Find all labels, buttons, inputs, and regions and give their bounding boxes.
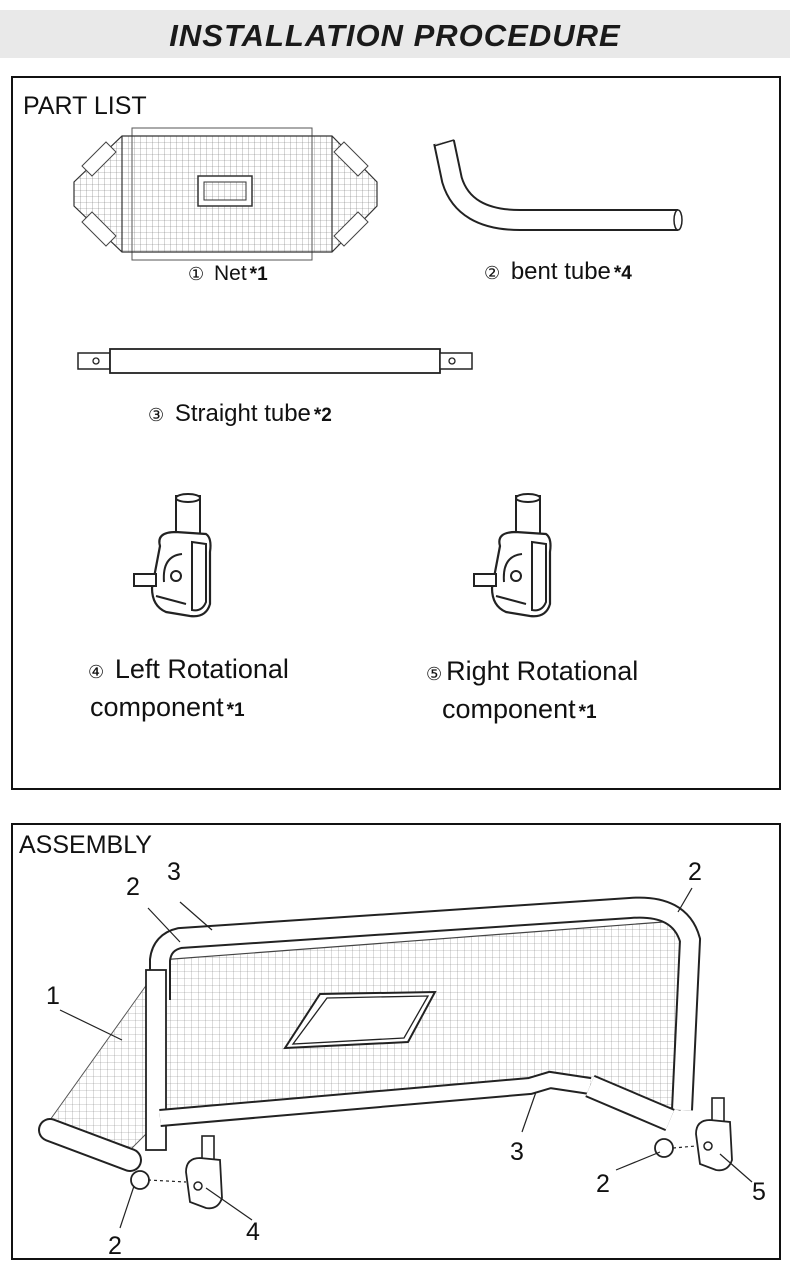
callout-straight-tube-top: 3 bbox=[167, 858, 181, 886]
part-1-caption: ① Net*1 bbox=[188, 262, 268, 285]
callout-right-rotational-component: 5 bbox=[752, 1178, 766, 1206]
assembly-heading: ASSEMBLY bbox=[19, 831, 152, 859]
part-2-caption: ② bent tube*4 bbox=[484, 258, 632, 285]
net-illustration bbox=[73, 127, 378, 261]
callout-net: 1 bbox=[46, 982, 60, 1010]
page-title: INSTALLATION PROCEDURE bbox=[169, 18, 621, 53]
assembly-diagram bbox=[38, 887, 753, 1229]
part-4-caption-line1: ④ Left Rotational bbox=[88, 654, 289, 684]
callout-bent-tube-top-right: 2 bbox=[688, 858, 702, 886]
right-rotational-component-illustration bbox=[473, 493, 552, 618]
callout-bent-tube-bottom-left: 2 bbox=[108, 1232, 122, 1260]
left-rotational-component-illustration bbox=[133, 493, 212, 618]
part-list-heading: PART LIST bbox=[23, 92, 147, 120]
callout-straight-tube-bottom: 3 bbox=[510, 1138, 524, 1166]
part-5-caption-line2: component*1 bbox=[442, 694, 597, 724]
part-4-caption-line2: component*1 bbox=[90, 692, 245, 722]
straight-tube-illustration bbox=[77, 348, 473, 374]
bent-tube-illustration bbox=[433, 139, 683, 231]
callout-bent-tube-top-left: 2 bbox=[126, 873, 140, 901]
callout-bent-tube-bottom-right: 2 bbox=[596, 1170, 610, 1198]
callout-left-rotational-component: 4 bbox=[246, 1218, 260, 1246]
part-3-caption: ③ Straight tube*2 bbox=[148, 400, 332, 427]
header-banner: INSTALLATION PROCEDURE bbox=[0, 10, 790, 58]
